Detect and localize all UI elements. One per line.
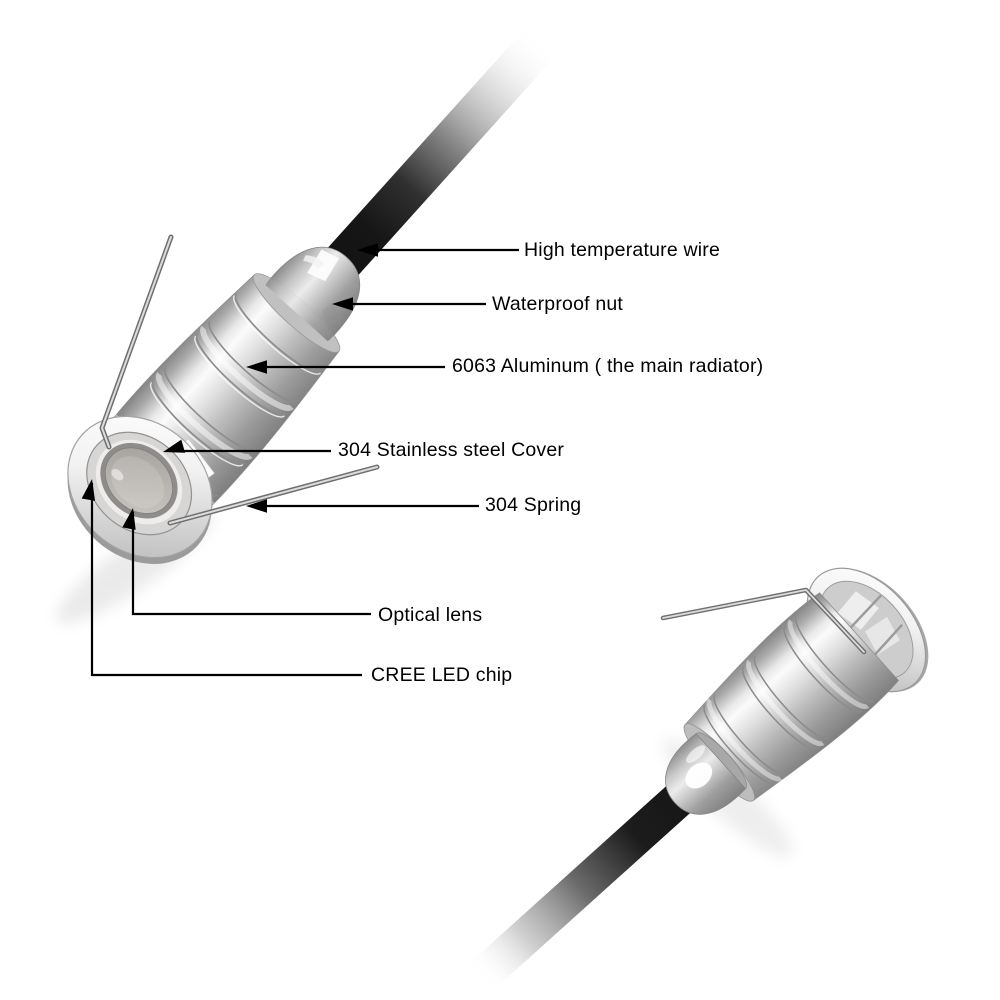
- callout-line-optical-lens: [131, 512, 371, 616]
- optical-lens-glass: [104, 447, 174, 514]
- callout-line-led-chip: [90, 483, 362, 677]
- callout-label-optical-lens: Optical lens: [378, 604, 483, 627]
- power-cable: [313, 26, 558, 292]
- nut-highlight: [307, 249, 340, 282]
- callout-label-stainless-steel-cover: 304 Stainless steel Cover: [338, 439, 565, 462]
- callout-label-aluminum-radiator: 6063 Aluminum ( the main radiator): [452, 355, 764, 378]
- callout-label-high-temperature-wire: High temperature wire: [524, 239, 721, 262]
- fixture-rear-view: [467, 567, 929, 992]
- power-cable-rear: [467, 763, 716, 992]
- nut-base: [265, 270, 340, 342]
- callout-arrowheads: [81, 243, 378, 530]
- callout-lines: [90, 248, 519, 677]
- fixture-main-view: [67, 26, 558, 565]
- rear-body-ribs: [703, 614, 875, 785]
- callout-label-waterproof-nut: Waterproof nut: [492, 293, 624, 316]
- spring-wire-right: [167, 464, 380, 526]
- callout-label-led-chip: CREE LED chip: [371, 664, 513, 687]
- spring-wire-left: [99, 234, 174, 450]
- nut-highlight-streak: [303, 255, 325, 269]
- rear-nut-highlight: [685, 762, 713, 789]
- callout-label-spring: 304 Spring: [485, 494, 582, 517]
- rear-nut-streak: [686, 745, 706, 764]
- spring-wire-rear: [660, 587, 867, 655]
